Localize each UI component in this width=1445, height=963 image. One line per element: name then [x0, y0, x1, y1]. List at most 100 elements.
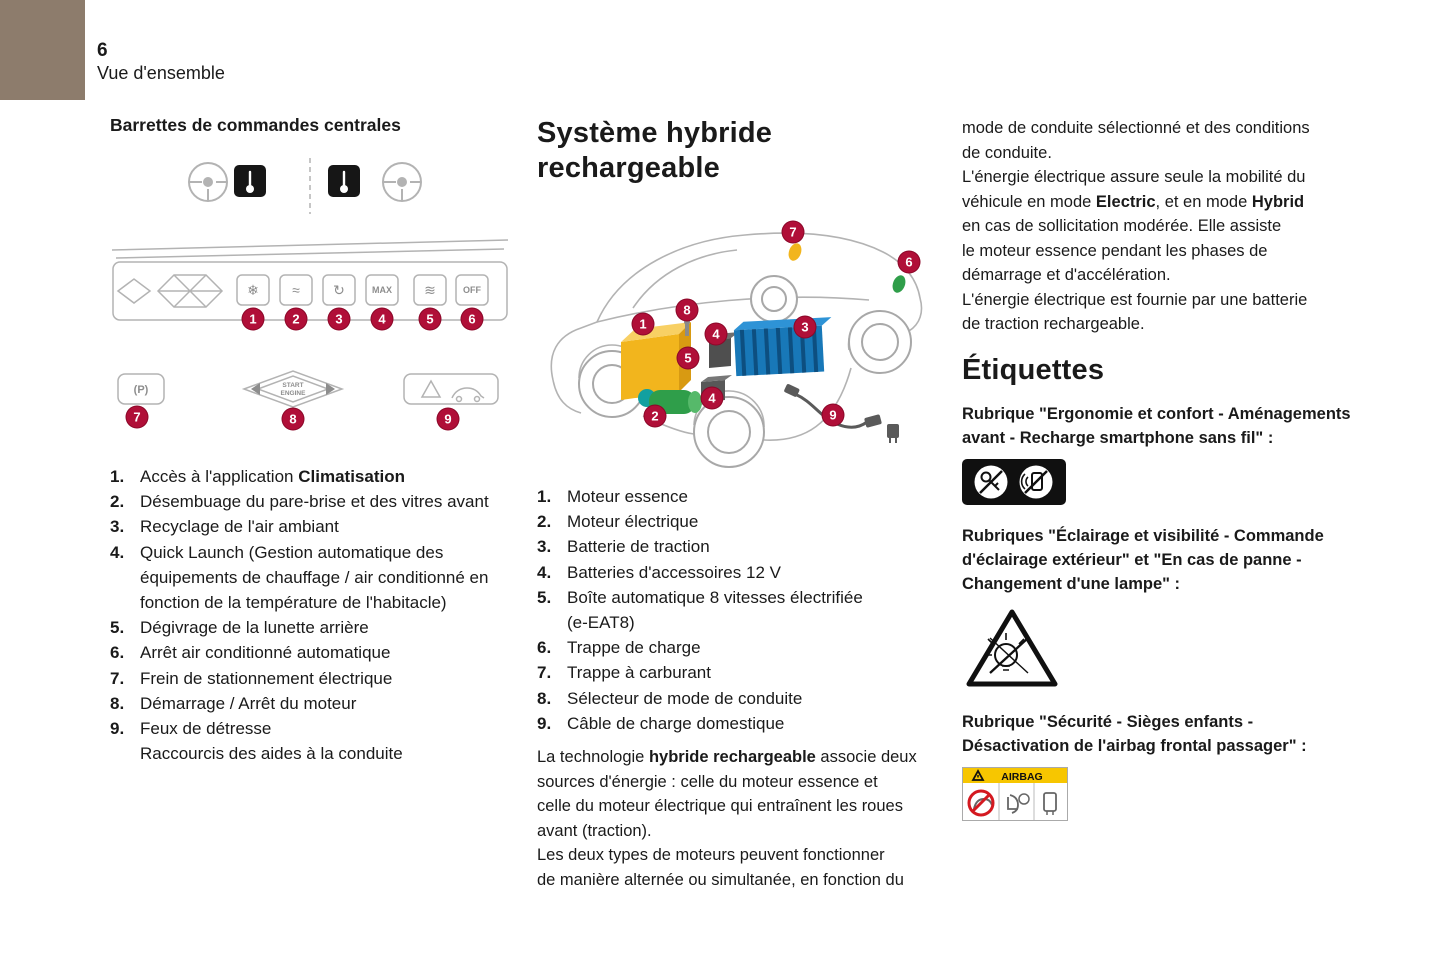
hybrid-system-diagram: 1 2 3 4 4 5 6 7 8 9	[537, 202, 937, 474]
list-item: 4. Quick Launch (Gestion automatique des …	[110, 540, 512, 616]
label-exterior-lighting: Rubriques "Éclairage et visibilité - Com…	[962, 526, 1324, 593]
list-item-number: 8.	[537, 688, 552, 708]
section-title: Vue d'ensemble	[97, 63, 225, 83]
start-engine-label: ENGINE	[281, 390, 307, 397]
text-segment: Recyclage de l'air ambiant	[140, 517, 339, 537]
list-item-text: Recyclage de l'air ambiant	[140, 514, 512, 539]
text-segment: Sélecteur de mode de conduite	[567, 688, 803, 708]
text-segment: Dégivrage de la lunette arrière	[140, 618, 369, 638]
text-segment: Trappe de charge	[567, 638, 701, 658]
list-item-number: 4.	[537, 562, 552, 582]
text-segment: Climatisation	[298, 467, 405, 486]
callout-fuel-flap: 7	[781, 220, 805, 244]
ac-icon: ❄	[247, 282, 259, 298]
charge-flap	[892, 275, 906, 293]
text-segment: Désembuage du pare-brise et des vitres a…	[140, 492, 489, 512]
hazard-triangle-icon	[420, 379, 442, 398]
hybrid-continuation-paragraph: mode de conduite sélectionné et des cond…	[962, 119, 1310, 333]
list-item-text: Quick Launch (Gestion automatique des éq…	[140, 540, 512, 616]
list-item-text: Trappe à carburant	[567, 660, 937, 685]
callout-mode-selector: 8	[675, 298, 699, 322]
car-line-art	[550, 232, 923, 468]
callout-12v-battery-front: 4	[704, 322, 728, 346]
list-item-text: Feux de détresse Raccourcis des aides à …	[140, 716, 512, 766]
lamp-warning-triangle-icon	[962, 605, 1354, 696]
list-item-text: Sélecteur de mode de conduite	[567, 686, 937, 711]
callout-2: 2	[284, 307, 308, 331]
list-item-number: 6.	[537, 638, 552, 658]
callout-8: 8	[281, 407, 305, 431]
list-item: 8. Démarrage / Arrêt du moteur	[110, 691, 512, 716]
list-item-text: Trappe de charge	[567, 635, 937, 660]
callout-3: 3	[327, 307, 351, 331]
list-item: 7.Frein de stationnement électrique	[110, 666, 512, 691]
list-item-text: Désembuage du pare-brise et des vitres a…	[140, 489, 512, 514]
controls-line-art: ❄ ≈ ↻ MAX ≋ OFF	[111, 158, 509, 408]
start-arrows-icon	[251, 383, 335, 395]
list-item-number: 4.	[110, 542, 125, 562]
upper-control-strip	[111, 239, 509, 321]
callout-12v-battery-rear: 4	[700, 386, 724, 410]
callout-9: 9	[436, 407, 460, 431]
left-column: Barrettes de commandes centrales	[110, 115, 512, 766]
central-controls-diagram: ❄ ≈ ↻ MAX ≋ OFF	[110, 152, 510, 454]
start-engine-label: START	[282, 382, 303, 389]
list-item: 2.Désembuage du pare-brise et des vitres…	[110, 489, 512, 514]
list-item-text: Moteur essence	[567, 484, 937, 509]
hybrid-technology-paragraph: La technologie hybride rechargeable asso…	[537, 748, 917, 889]
list-item-text: Câble de charge domestique	[567, 711, 937, 736]
page-corner-marker	[0, 0, 85, 100]
list-item: 1.Accès à l'application Climatisation	[110, 464, 512, 489]
text-segment: Démarrage / Arrêt du moteur	[140, 693, 357, 713]
list-item: 3. Batterie de traction	[537, 534, 937, 559]
text-segment: Trappe à carburant	[567, 663, 711, 683]
text-segment: Moteur essence	[567, 487, 688, 506]
callout-charging-cable: 9	[821, 403, 845, 427]
text-segment: Batteries d'accessoires 12 V	[567, 562, 781, 582]
middle-list: 1. Moteur essence 2.Moteur électrique 3. B…	[537, 484, 937, 736]
label-passenger-airbag: Rubrique "Sécurité - Sièges enfants - Dé…	[962, 712, 1307, 755]
list-item: 5.Dégivrage de la lunette arrière	[110, 615, 512, 640]
front-demist-icon: ≈	[292, 282, 300, 298]
car-door-icon	[451, 387, 485, 399]
left-heading: Barrettes de commandes centrales	[110, 115, 401, 135]
callout-electric-motor: 2	[643, 404, 667, 428]
callout-gearbox: 5	[676, 346, 700, 370]
label-wireless-charging: Rubrique "Ergonomie et confort - Aménage…	[962, 404, 1351, 447]
airbag-label-icon: AIRBAG	[962, 766, 1354, 826]
list-item: 4. Batteries d'accessoires 12 V	[537, 560, 937, 585]
lower-control-strip	[117, 370, 499, 408]
list-item: 5.Boîte automatique 8 vitesses électrifi…	[537, 585, 937, 635]
list-item-text: Batterie de traction	[567, 534, 937, 559]
callout-7: 7	[125, 405, 149, 429]
fuel-flap	[788, 243, 802, 261]
text-segment: Boîte automatique 8 vitesses électrifiée…	[567, 587, 863, 633]
labels-heading: Étiquettes	[962, 353, 1105, 386]
list-item-number: 7.	[537, 663, 552, 683]
text-segment: Moteur électrique	[567, 512, 699, 532]
callout-1: 1	[241, 307, 265, 331]
callout-4: 4	[370, 307, 394, 331]
list-item-number: 3.	[537, 537, 552, 557]
list-item: 1. Moteur essence	[537, 484, 937, 509]
list-item: 8. Sélecteur de mode de conduite	[537, 686, 937, 711]
callout-charge-flap: 6	[897, 250, 921, 274]
switch-icon	[1043, 791, 1057, 812]
list-item: 3.Recyclage de l'air ambiant	[110, 514, 512, 539]
list-item-text: Frein de stationnement électrique	[140, 666, 512, 691]
strip-icon-glyphs: ❄ ≈ ↻ MAX ≋ OFF	[247, 282, 481, 298]
right-column: mode de conduite sélectionné et des cond…	[962, 116, 1354, 826]
list-item-number: 9.	[537, 713, 552, 733]
list-item-number: 1.	[537, 487, 552, 506]
list-item: 2.Moteur électrique	[537, 509, 937, 534]
prohibition-circle-icon	[967, 789, 995, 816]
list-item: 6. Trappe de charge	[537, 635, 937, 660]
callout-5: 5	[418, 307, 442, 331]
list-item-number: 8.	[110, 693, 125, 713]
list-item-text: Dégivrage de la lunette arrière	[140, 615, 512, 640]
text-segment: Frein de stationnement électrique	[140, 668, 393, 688]
traction-battery	[733, 317, 832, 377]
temperature-button-icon	[328, 165, 360, 197]
list-item-text: Boîte automatique 8 vitesses électrifiée…	[567, 585, 937, 635]
list-item: 9.Feux de détresse Raccourcis des aides …	[110, 716, 512, 766]
